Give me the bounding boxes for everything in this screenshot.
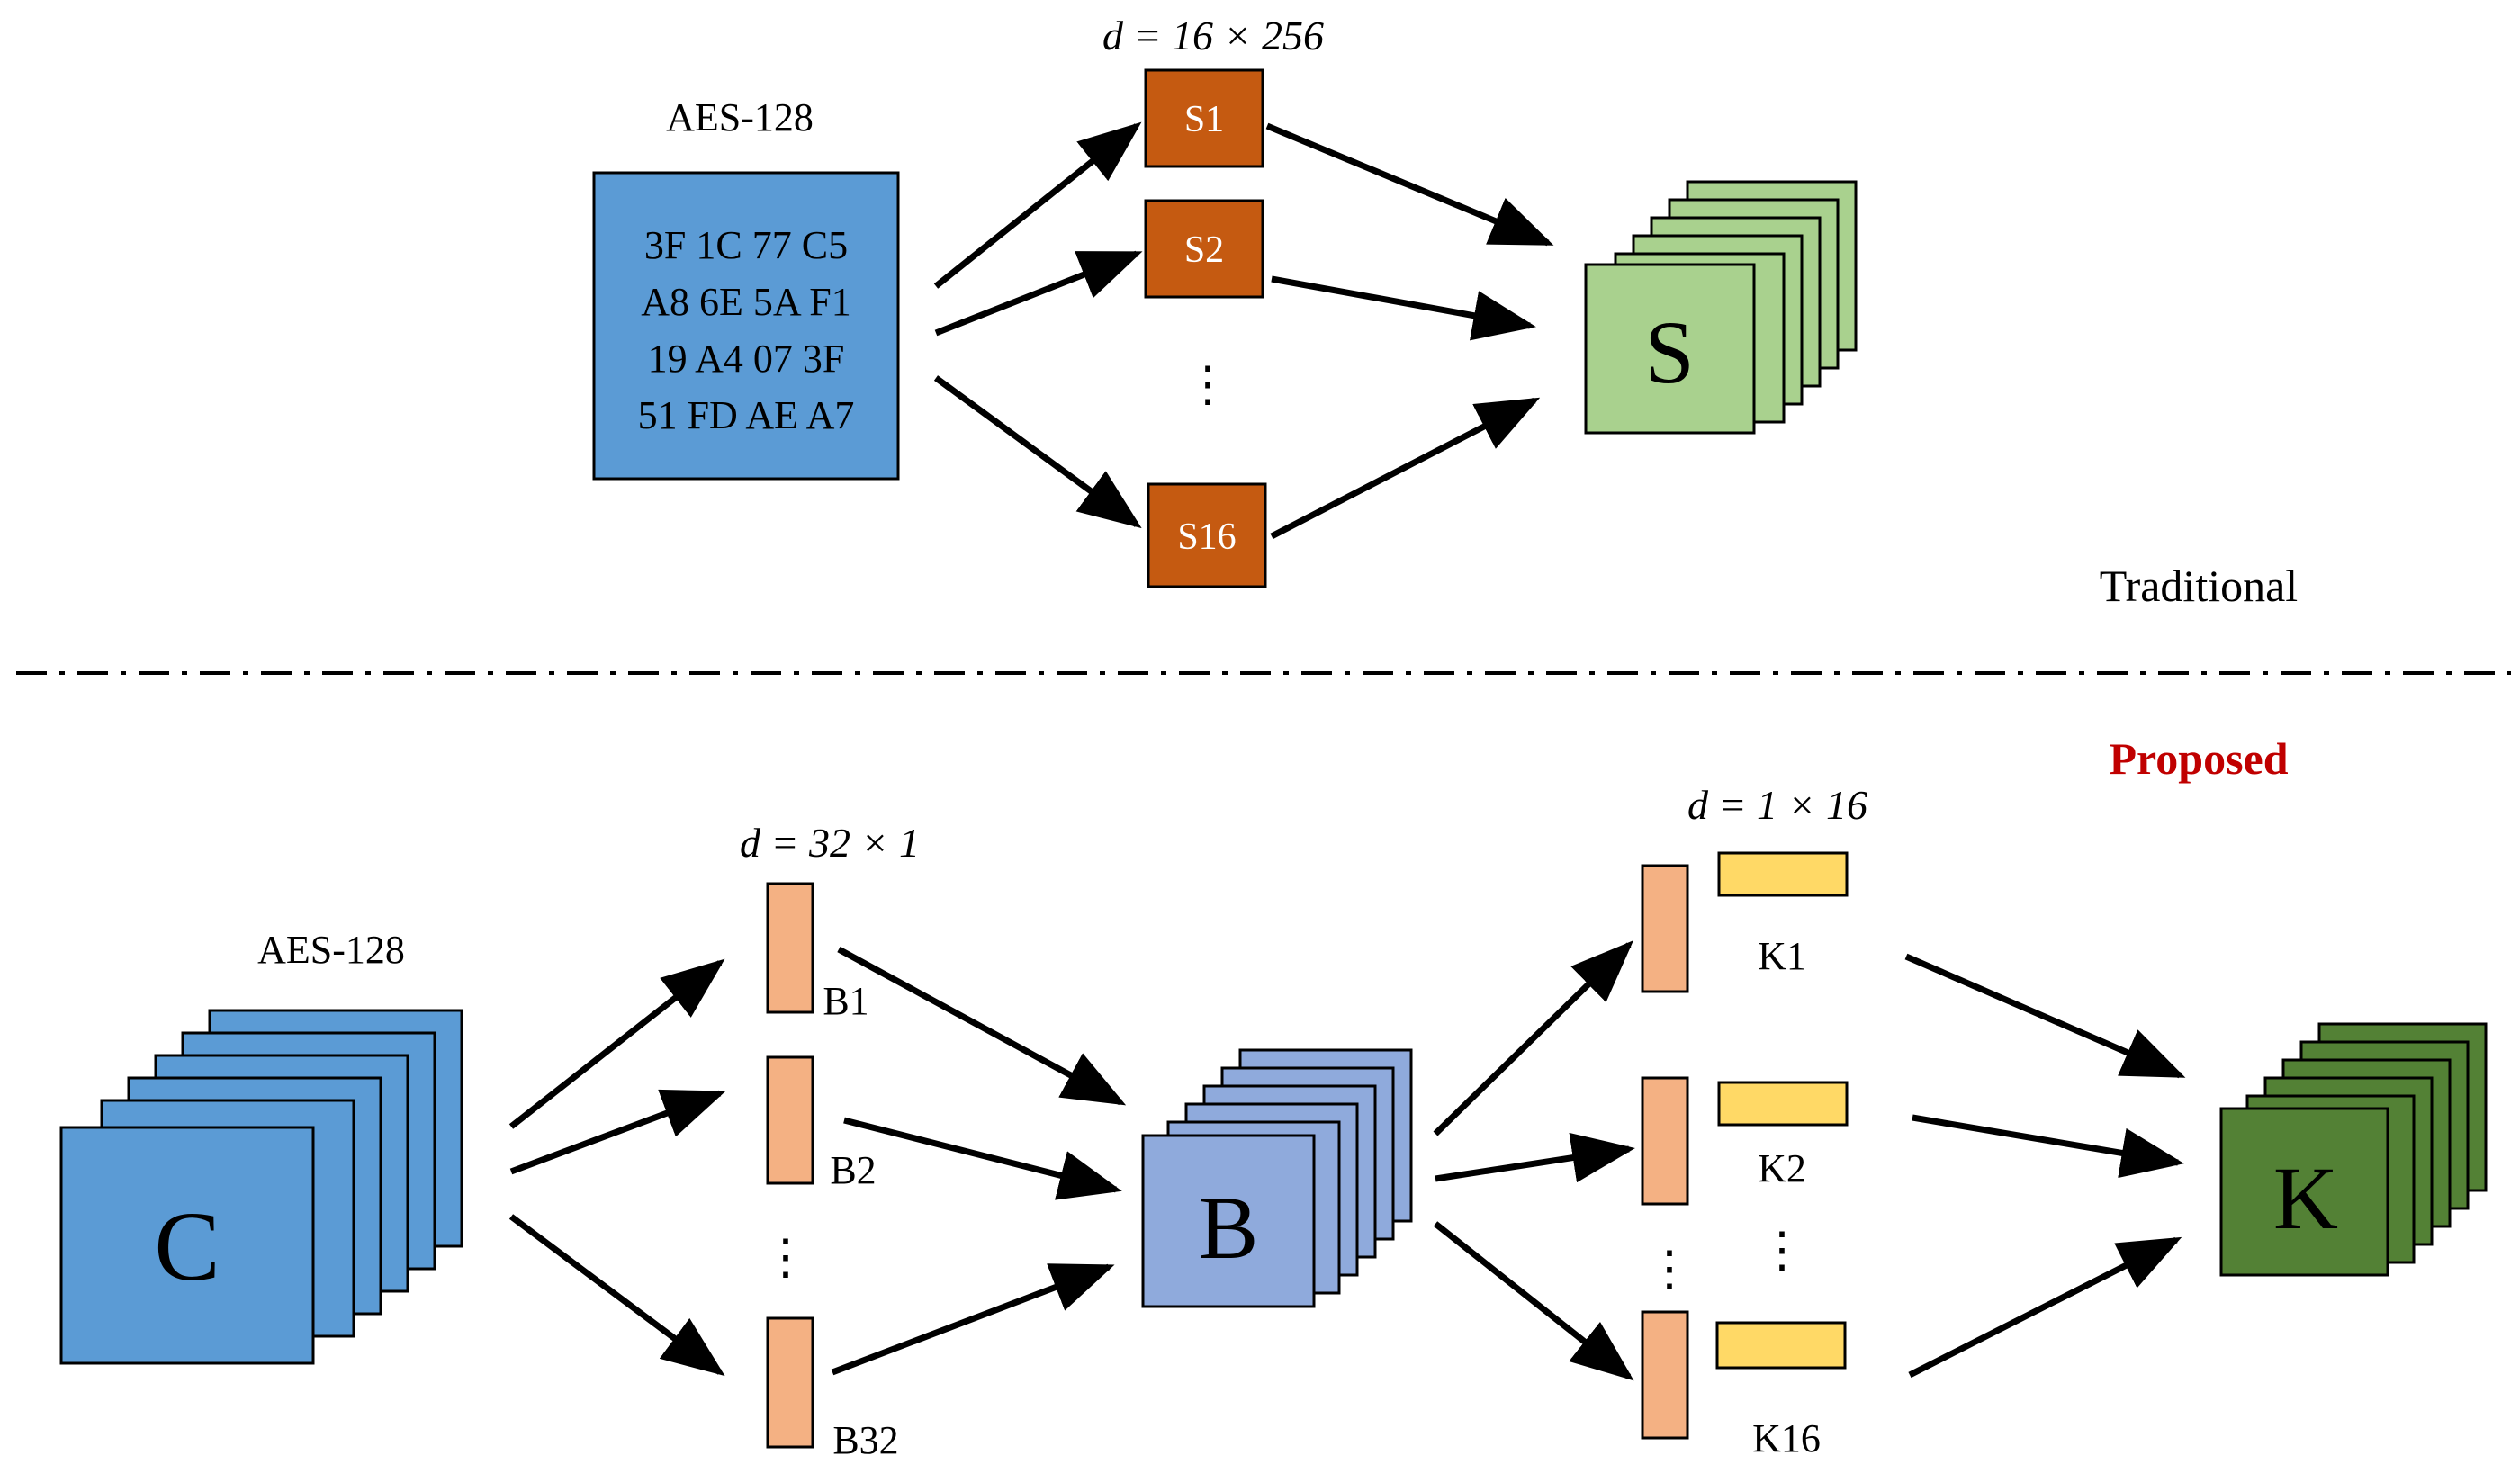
c-stack-label: C bbox=[154, 1191, 220, 1301]
top-arrows bbox=[933, 121, 1554, 540]
proposed-label: Proposed bbox=[2109, 733, 2288, 784]
s-stack-label: S bbox=[1644, 302, 1695, 402]
key-line-3: 19 A4 07 3F bbox=[648, 337, 845, 381]
b-stack-label: B bbox=[1199, 1178, 1259, 1278]
sbox-s16: S16 bbox=[1147, 482, 1267, 588]
k-dim-label: d = 1 × 16 bbox=[1688, 782, 1868, 828]
sbox-s1: S1 bbox=[1144, 68, 1264, 168]
b-ellipsis: ⋮ bbox=[761, 1230, 810, 1284]
b-item-32-label: B32 bbox=[832, 1418, 898, 1462]
c-stack: C bbox=[59, 1009, 464, 1365]
sbox-s16-label: S16 bbox=[1177, 516, 1236, 558]
b-item-1: B1 bbox=[766, 882, 869, 1023]
s-stack: S bbox=[1584, 180, 1858, 435]
bottom-aes-label: AES-128 bbox=[257, 928, 405, 972]
b-item-1-label: B1 bbox=[823, 979, 868, 1023]
key-line-1: 3F 1C 77 C5 bbox=[644, 223, 848, 267]
b-stack: B bbox=[1141, 1048, 1413, 1308]
k-item-16: K16 bbox=[1641, 1310, 1847, 1460]
key-line-2: A8 6E 5A F1 bbox=[641, 280, 850, 324]
k-stack: K bbox=[2219, 1022, 2488, 1277]
traditional-label: Traditional bbox=[2100, 561, 2298, 611]
bottom-arrows bbox=[508, 940, 2186, 1381]
k-item-2-label: K2 bbox=[1758, 1146, 1806, 1190]
k-item-1: K1 bbox=[1641, 851, 1849, 993]
b-item-2-label: B2 bbox=[830, 1148, 876, 1192]
sbox-s1-label: S1 bbox=[1184, 99, 1224, 140]
sbox-ellipsis: ⋮ bbox=[1184, 357, 1232, 411]
k-ellipsis-left: ⋮ bbox=[1645, 1242, 1694, 1296]
k-item-16-label: K16 bbox=[1752, 1416, 1821, 1460]
sbox-s2: S2 bbox=[1144, 199, 1264, 299]
key-line-4: 51 FD AE A7 bbox=[638, 393, 855, 437]
top-dim-label: d = 16 × 256 bbox=[1102, 13, 1324, 58]
aes-key-block: 3F 1C 77 C5 A8 6E 5A F1 19 A4 07 3F 51 F… bbox=[592, 171, 900, 481]
b-item-32: B32 bbox=[766, 1316, 899, 1462]
b-item-2: B2 bbox=[766, 1055, 877, 1192]
sbox-s2-label: S2 bbox=[1184, 229, 1224, 271]
top-aes-label: AES-128 bbox=[666, 95, 814, 139]
k-stack-label: K bbox=[2273, 1148, 2338, 1248]
k-item-1-label: K1 bbox=[1758, 934, 1806, 978]
b-dim-label: d = 32 × 1 bbox=[740, 820, 920, 866]
k-ellipsis-right: ⋮ bbox=[1758, 1223, 1806, 1277]
k-item-2: K2 bbox=[1641, 1076, 1849, 1206]
